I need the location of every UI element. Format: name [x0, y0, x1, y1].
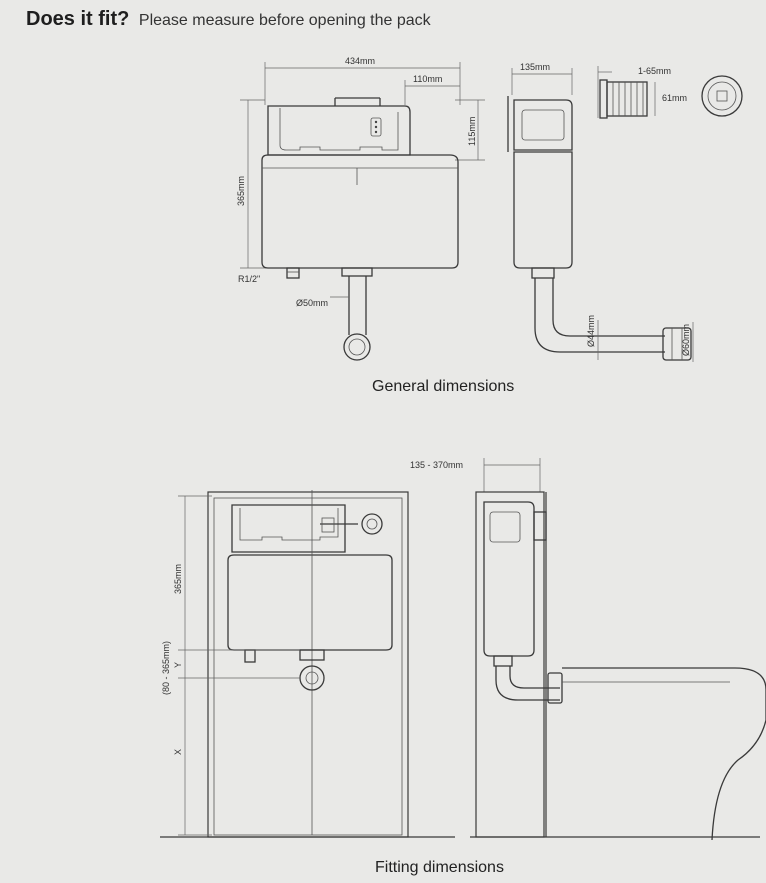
dim-button-depth: 1-65mm [638, 66, 671, 76]
dim-depth: 135mm [520, 62, 550, 72]
dim-width: 434mm [345, 56, 375, 66]
cistern-side-view [507, 68, 694, 362]
caption-general: General dimensions [372, 378, 515, 395]
dim-top-height: 115mm [467, 117, 477, 146]
page-title: Does it fit? Please measure before openi… [26, 8, 431, 31]
caption-fitting: Fitting dimensions [375, 859, 504, 876]
dim-button-dia: 61mm [662, 93, 687, 103]
fitting-side-view [470, 458, 766, 841]
dim-fit-range: (80 - 365mm) [161, 641, 171, 695]
dimension-labels: 434mm 110mm 115mm 365mm R1/2" Ø50mm 135m… [161, 56, 691, 755]
dim-height: 365mm [236, 176, 246, 206]
subtitle-text: Please measure before opening the pack [138, 12, 431, 29]
fitting-front-view [160, 490, 455, 838]
dim-outlet: Ø50mm [296, 298, 328, 308]
dim-pipe-large: Ø60mm [681, 324, 691, 356]
flush-button-detail [597, 66, 743, 119]
dim-inner-width: 110mm [413, 74, 442, 84]
dim-fit-y: Y [173, 662, 183, 668]
title-text: Does it fit? [26, 8, 130, 30]
dim-inlet: R1/2" [238, 274, 260, 284]
dim-pipe-small: Ø44mm [586, 315, 596, 347]
dim-fit-height: 365mm [173, 564, 183, 594]
dim-fit-depth: 135 - 370mm [410, 460, 463, 470]
cistern-front-view [240, 62, 485, 361]
dim-fit-x: X [173, 749, 183, 755]
